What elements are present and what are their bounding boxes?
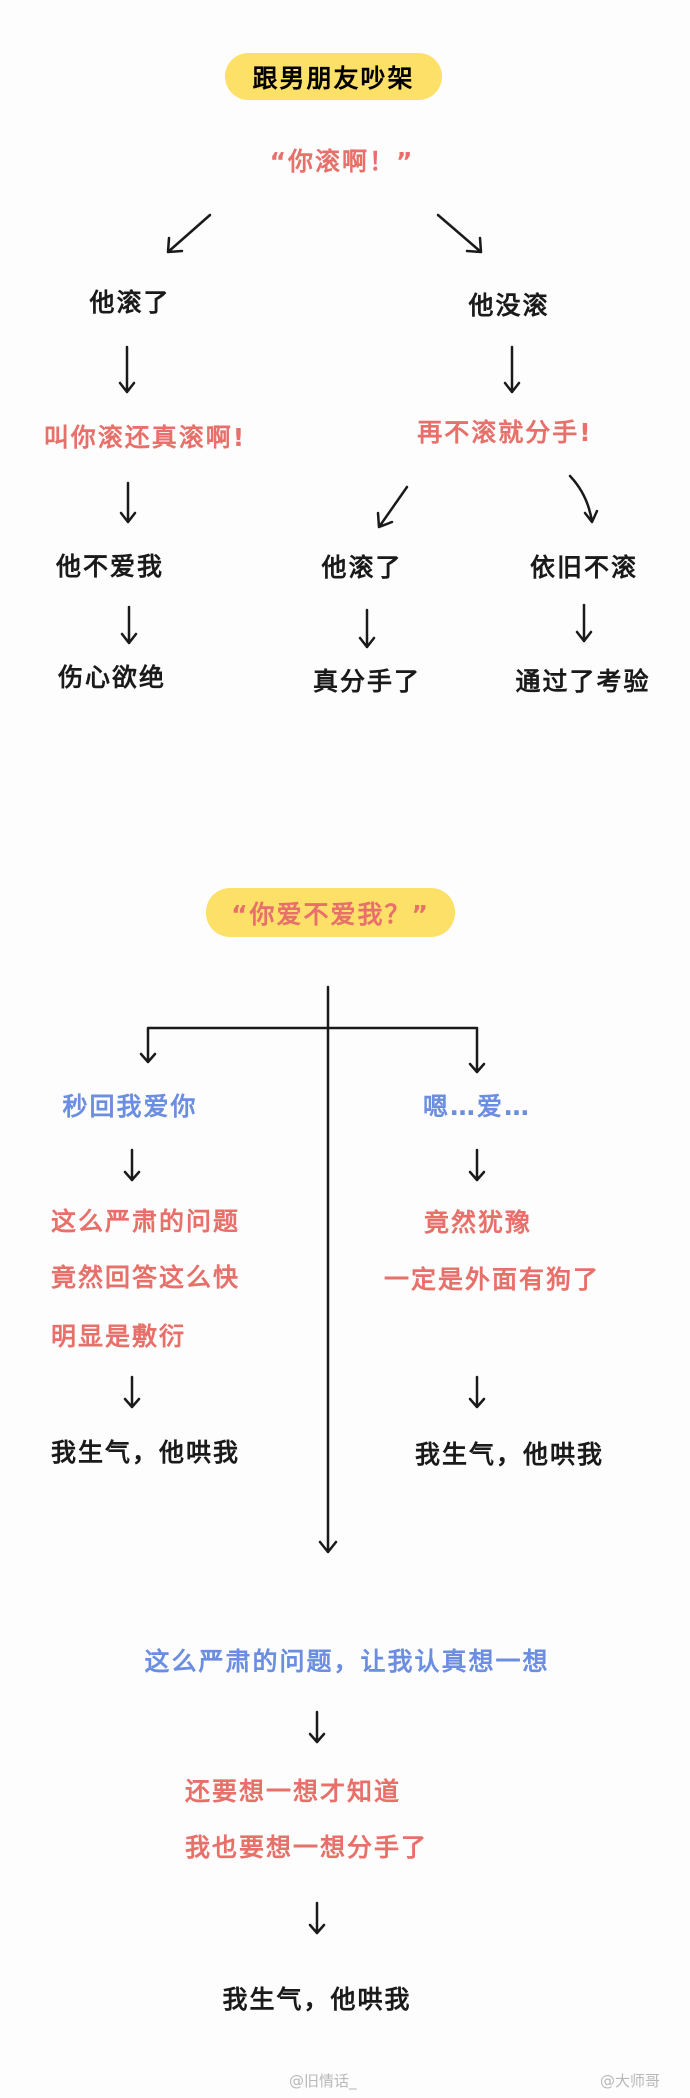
left-final: 伤心欲绝 — [57, 663, 167, 692]
arrow-curved-down-icon — [568, 474, 599, 524]
left-result: 他不爱我 — [55, 552, 165, 581]
arrow-down-icon — [358, 608, 376, 649]
section1-quote: “你滚啊！” — [269, 147, 415, 176]
middle-reaction-line: 我也要想一想分手了 — [185, 1833, 429, 1862]
arrow-down-right-icon — [436, 213, 483, 254]
trunk-arrow-icon — [318, 985, 338, 1554]
section2-title-pill: “你爱不爱我？” — [206, 888, 455, 937]
right-final: 我生气，他哄我 — [415, 1440, 605, 1469]
arrow-down-icon — [468, 1148, 486, 1182]
right-answer: 嗯…爱… — [422, 1092, 532, 1121]
left-reaction-line: 这么严肃的问题 — [51, 1207, 241, 1236]
watermark: @旧情话_ — [289, 2072, 357, 2090]
arrow-down-icon — [308, 1710, 326, 1744]
arrow-down-icon — [120, 605, 138, 645]
middle-reaction-line: 还要想一想才知道 — [185, 1777, 402, 1806]
sub-left-final: 真分手了 — [312, 667, 422, 696]
right-reaction-line: 竟然犹豫 — [423, 1208, 533, 1237]
right-reaction: 再不滚就分手! — [417, 418, 593, 447]
arrow-down-icon — [123, 1148, 141, 1182]
right-reaction-line: 一定是外面有狗了 — [383, 1265, 601, 1294]
sub-right-final: 通过了考验 — [515, 667, 651, 696]
left-final: 我生气，他哄我 — [51, 1438, 241, 1467]
arrow-down-icon — [503, 345, 521, 394]
middle-final: 我生气，他哄我 — [222, 1985, 412, 2014]
arrow-down-icon — [119, 481, 137, 524]
arrow-down-icon — [123, 1375, 141, 1409]
arrow-down-left-icon — [166, 213, 212, 254]
arrow-down-icon — [575, 603, 593, 643]
left-reaction: 叫你滚还真滚啊! — [43, 423, 247, 452]
left-branch: 他滚了 — [89, 288, 171, 317]
section1-title-pill: 跟男朋友吵架 — [225, 53, 442, 100]
left-reaction-line: 竟然回答这么快 — [51, 1263, 241, 1292]
sub-left-branch: 他滚了 — [321, 553, 403, 582]
arrow-down-icon — [118, 345, 136, 394]
section1-title: 跟男朋友吵架 — [252, 63, 415, 93]
arrow-down-icon — [468, 1375, 486, 1409]
watermark: @大师哥 — [600, 2072, 661, 2090]
left-answer: 秒回我爱你 — [62, 1092, 198, 1121]
right-branch: 他没滚 — [468, 291, 550, 320]
sub-right-branch: 依旧不滚 — [529, 553, 639, 582]
arrow-down-left-icon — [376, 485, 409, 529]
arrow-down-icon — [308, 1901, 326, 1935]
section2-title: “你爱不爱我？” — [231, 899, 430, 929]
left-reaction-line: 明显是敷衍 — [51, 1322, 187, 1351]
middle-answer: 这么严肃的问题，让我认真想一想 — [144, 1647, 550, 1676]
branch-connector — [139, 1026, 486, 1074]
